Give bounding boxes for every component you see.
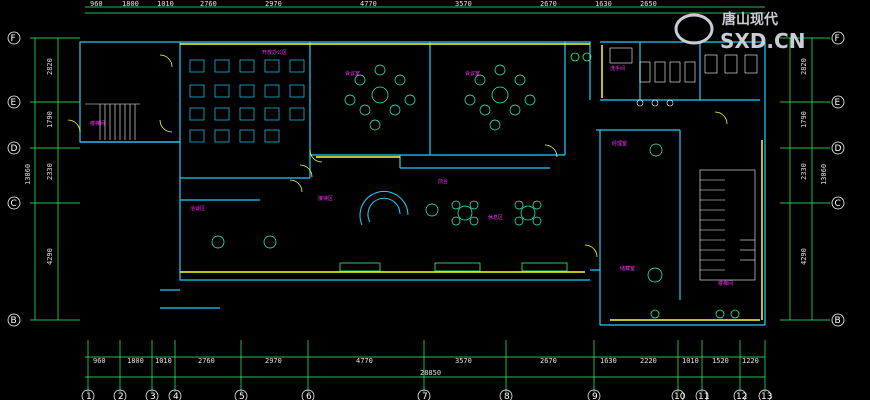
axis-label: C xyxy=(11,199,17,209)
door-swings xyxy=(67,54,728,258)
right-dimension-line xyxy=(780,37,830,321)
dim-text: 1800 xyxy=(127,357,144,365)
meeting-room-seating-1 xyxy=(344,64,416,131)
room-label: 接待区 xyxy=(318,195,333,202)
logo-text-cn: 唐山现代 xyxy=(722,11,778,28)
room-label: 洽谈区 xyxy=(190,205,205,212)
column-axis-label: 5 xyxy=(239,392,245,400)
axis-label: C xyxy=(835,199,841,209)
column-axis-label: 1 xyxy=(86,392,92,400)
room-label: 前台 xyxy=(438,178,448,185)
lounge-tables xyxy=(211,143,663,283)
column-axis xyxy=(81,389,772,400)
dim-text: 2670 xyxy=(540,357,557,365)
dim-text: 4770 xyxy=(356,357,373,365)
bottom-dimension-texts: 960 1800 1010 2760 2970 4770 3570 2670 1… xyxy=(93,357,759,377)
dim-text: 4290 xyxy=(46,248,54,265)
dim-text: 2820 xyxy=(46,58,54,75)
room-label: 经理室 xyxy=(612,140,627,147)
room-label: 储藏室 xyxy=(620,265,635,272)
stair-left xyxy=(85,103,140,140)
axis-label: B xyxy=(11,316,17,326)
room-label: 开放办公区 xyxy=(262,49,287,56)
bottom-dimension-line xyxy=(85,340,766,392)
logo-text-en: SXD.CN xyxy=(720,29,805,53)
dim-text: 960 xyxy=(93,357,106,365)
room-label: 会议室 xyxy=(465,70,480,77)
left-dimension-line xyxy=(30,37,80,321)
dim-text: 2760 xyxy=(198,357,215,365)
room-label: 楼梯间 xyxy=(90,120,105,127)
top-dimension-line xyxy=(85,6,765,14)
axis-label: E xyxy=(11,98,17,108)
dim-total: 13060 xyxy=(24,164,32,185)
logo-swirl-icon xyxy=(674,13,714,45)
dim-text: 3570 xyxy=(455,0,472,8)
dim-text: 2330 xyxy=(46,163,54,180)
axis-label: E xyxy=(835,98,841,108)
planters xyxy=(339,52,740,319)
stair-right xyxy=(699,169,756,281)
room-label: 会议室 xyxy=(345,70,360,77)
dim-text: 1010 xyxy=(682,357,699,365)
dim-text: 2970 xyxy=(265,357,282,365)
column-axis-label: 2 xyxy=(118,392,124,400)
room-label: 洗手间 xyxy=(610,65,625,72)
column-axis-label: 6 xyxy=(306,392,312,400)
dim-text: 1520 xyxy=(712,357,729,365)
dim-text: 1010 xyxy=(157,0,174,8)
column-axis-label: 4 xyxy=(173,392,179,400)
dim-total: 28850 xyxy=(420,369,441,377)
room-label: 休息区 xyxy=(488,214,503,221)
dim-text: 4290 xyxy=(800,248,808,265)
column-axis-label: 8 xyxy=(504,392,510,400)
column-axis-label: 7 xyxy=(422,392,428,400)
dim-text: 3570 xyxy=(455,357,472,365)
row-axis-right xyxy=(831,31,845,327)
column-axis-label: 10 xyxy=(674,392,686,400)
dim-text: 2220 xyxy=(640,357,657,365)
dim-text: 2760 xyxy=(200,0,217,8)
dim-text: 2670 xyxy=(540,0,557,8)
axis-label: F xyxy=(835,34,840,44)
dim-text: 1630 xyxy=(595,0,612,8)
column-axis-label: 3 xyxy=(150,392,156,400)
reception-counter xyxy=(359,190,409,226)
dim-text: 2820 xyxy=(800,58,808,75)
office-desks xyxy=(189,59,305,143)
column-axis-label: 13 xyxy=(761,392,772,400)
axis-label: B xyxy=(835,316,841,326)
dim-text: 1220 xyxy=(742,357,759,365)
top-dimension-texts: 960 1800 1010 2760 2970 4770 3570 2670 1… xyxy=(90,0,657,8)
meeting-room-seating-2 xyxy=(464,64,536,131)
room-labels: 楼梯间 开放办公区 会议室 会议室 洗手间 接待区 经理室 洽谈区 前台 休息区… xyxy=(90,49,733,287)
dim-text: 4770 xyxy=(360,0,377,8)
dim-text: 2970 xyxy=(265,0,282,8)
column-axis-label: 9 xyxy=(592,392,598,400)
building-walls xyxy=(79,41,766,326)
site-logo: 唐山现代 SXD.CN xyxy=(674,11,805,53)
dim-text: 2330 xyxy=(800,163,808,180)
window-walls xyxy=(180,43,763,321)
dim-text: 1790 xyxy=(46,111,54,128)
dim-text: 960 xyxy=(90,0,103,8)
dim-total: 13060 xyxy=(820,164,828,185)
dim-text: 1010 xyxy=(155,357,172,365)
dim-text: 1800 xyxy=(122,0,139,8)
dim-text: 1630 xyxy=(600,357,617,365)
axis-label: F xyxy=(11,34,16,44)
room-label: 楼梯间 xyxy=(718,280,733,287)
dim-text: 1790 xyxy=(800,111,808,128)
axis-label: D xyxy=(11,144,18,154)
row-axis-left xyxy=(7,31,21,327)
axis-label: D xyxy=(835,144,842,154)
restroom-fixtures xyxy=(609,47,758,107)
column-axis-label: 11 xyxy=(698,392,709,400)
dim-text: 2650 xyxy=(640,0,657,8)
column-axis-label: 12 xyxy=(736,392,747,400)
